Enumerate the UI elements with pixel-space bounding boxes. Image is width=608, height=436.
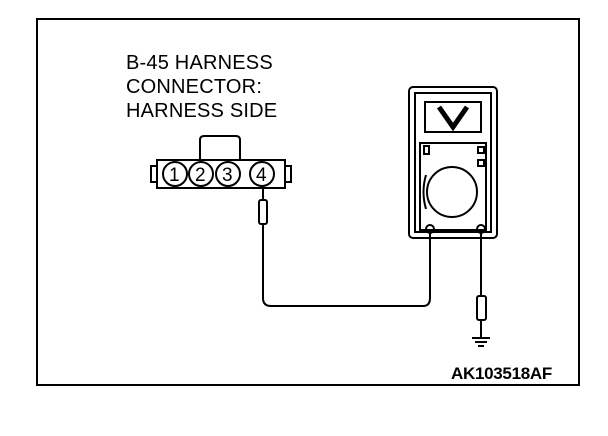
- voltage-symbol-icon: [436, 105, 470, 132]
- ground-probe: [476, 233, 487, 338]
- connector-title-line-2: CONNECTOR:: [126, 76, 263, 98]
- connector-left-ear: [150, 165, 157, 183]
- voltmeter: [408, 86, 498, 239]
- connector-lock-tab: [199, 135, 241, 159]
- connector-housing: [156, 159, 286, 189]
- meter-dial-panel: [419, 142, 487, 231]
- pin-label-4: 4: [256, 165, 267, 186]
- pin-2-circle: [188, 161, 214, 187]
- ground-symbol-icon: [472, 337, 490, 347]
- meter-body: [408, 86, 498, 239]
- meter-indicator-right-bottom: [477, 159, 485, 167]
- meter-dial-arc: [422, 174, 427, 210]
- meter-terminal-common: [425, 224, 435, 234]
- pin-label-1: 1: [169, 165, 180, 186]
- meter-rotary-dial: [426, 166, 478, 218]
- meter-inner-frame: [414, 92, 492, 233]
- test-probe-pin-4: [258, 186, 268, 225]
- connector-right-ear: [285, 165, 292, 183]
- connector-title-line-1: B-45 HARNESS: [126, 52, 273, 74]
- meter-display: [424, 101, 482, 133]
- pin-3-circle: [215, 161, 241, 187]
- meter-indicator-left: [423, 145, 430, 155]
- meter-indicator-right-top: [477, 146, 485, 154]
- figure-code: AK103518AF: [451, 364, 552, 383]
- connector-title-line-3: HARNESS SIDE: [126, 100, 278, 122]
- test-lead-wire: [262, 224, 431, 307]
- pin-label-3: 3: [222, 165, 233, 186]
- pin-label-2: 2: [195, 165, 206, 186]
- pin-1-circle: [162, 161, 188, 187]
- diagram-frame: [36, 18, 580, 386]
- harness-connector: [150, 135, 292, 189]
